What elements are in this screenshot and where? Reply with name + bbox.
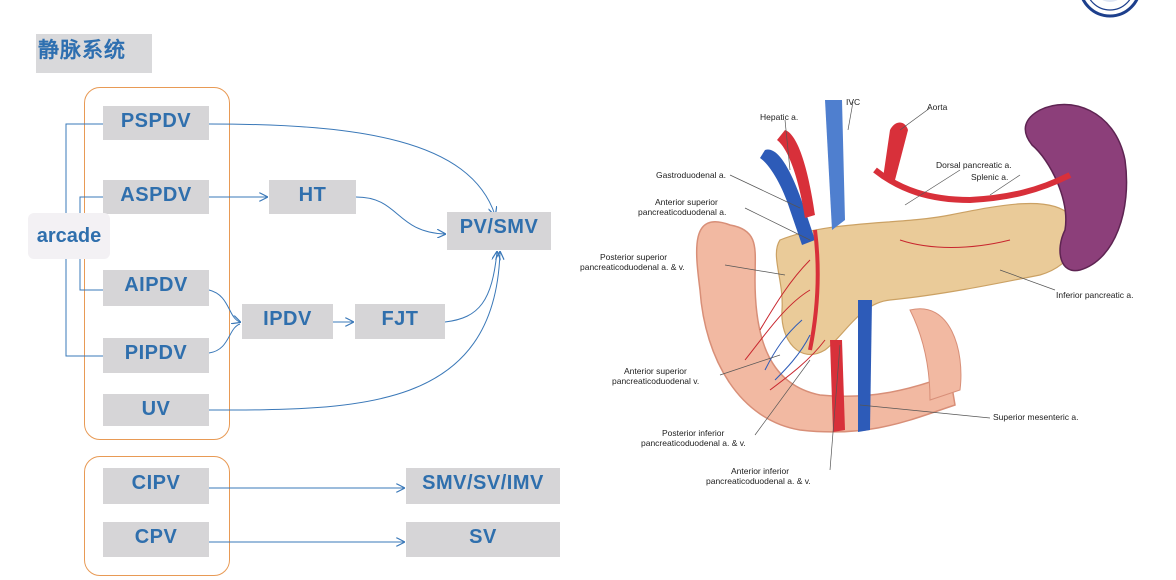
label-ivc: IVC (846, 97, 861, 107)
cpv-node: CPV (103, 522, 209, 557)
label-gastroduodenal-artery: Gastroduodenal a. (656, 170, 726, 180)
pv-smv-node: PV/SMV (447, 212, 551, 250)
pipdv-node: PIPDV (103, 338, 209, 373)
cipv-node: CIPV (103, 468, 209, 504)
label-aip-line1: Anterior inferior (731, 466, 790, 476)
aorta-vessel (883, 122, 908, 180)
university-seal-logo (1078, 0, 1142, 18)
ipdv-node: IPDV (242, 304, 333, 339)
fjt-to-pvsmv-arrow (444, 252, 497, 323)
label-inferior-pancreatic-artery: Inferior pancreatic a. (1056, 290, 1134, 300)
label-aip-line2: pancreaticoduodenal a. & v. (706, 476, 811, 486)
duodenum-shape (695, 221, 956, 433)
label-pip-line1: Posterior inferior (662, 428, 725, 438)
uv-to-pvsmv-arrow (208, 252, 500, 411)
colic-group-frame (84, 456, 230, 576)
pipdv-to-ipdv-line (208, 323, 241, 354)
uv-node: UV (103, 394, 209, 426)
venous-group-frame (84, 87, 230, 440)
label-hepatic-artery: Hepatic a. (760, 112, 799, 122)
label-asp-artery-line1: Anterior superior (655, 197, 718, 207)
label-superior-mesenteric-artery: Superior mesenteric a. (993, 412, 1079, 422)
label-asp-vein-line1: Anterior superior (624, 366, 687, 376)
spleen-shape (1024, 103, 1128, 272)
label-psp-line1: Posterior superior (600, 252, 668, 262)
label-splenic-artery: Splenic a. (971, 172, 1009, 182)
aspdv-node: ASPDV (103, 180, 209, 214)
pancreas-shape (775, 202, 1078, 356)
pspdv-node: PSPDV (103, 106, 209, 140)
ivc-vessel (825, 100, 845, 230)
label-psp-line2: pancreaticoduodenal a. & v. (580, 262, 685, 272)
pancreas-anatomy-illustration (695, 100, 1128, 471)
label-pip-line2: pancreaticoduodenal a. & v. (641, 438, 746, 448)
sv-node: SV (406, 522, 560, 557)
label-dorsal-pancreatic-artery: Dorsal pancreatic a. (936, 160, 1012, 170)
aipdv-to-ipdv-line (208, 289, 240, 322)
label-asp-vein-line2: pancreaticoduodenal v. (612, 376, 700, 386)
aipdv-node: AIPDV (103, 270, 209, 306)
fjt-node: FJT (355, 304, 445, 339)
smv-sv-imv-node: SMV/SV/IMV (406, 468, 560, 504)
pspdv-to-pvsmv-arrow (208, 123, 495, 215)
ht-node: HT (269, 180, 356, 214)
label-asp-artery-line2: pancreaticoduodenal a. (638, 207, 727, 217)
title-background (36, 34, 152, 73)
label-aorta: Aorta (927, 102, 948, 112)
page-title: 静脉系统 (38, 38, 126, 62)
ht-to-pvsmv-arrow (355, 196, 445, 234)
arcade-label: arcade (28, 213, 110, 259)
